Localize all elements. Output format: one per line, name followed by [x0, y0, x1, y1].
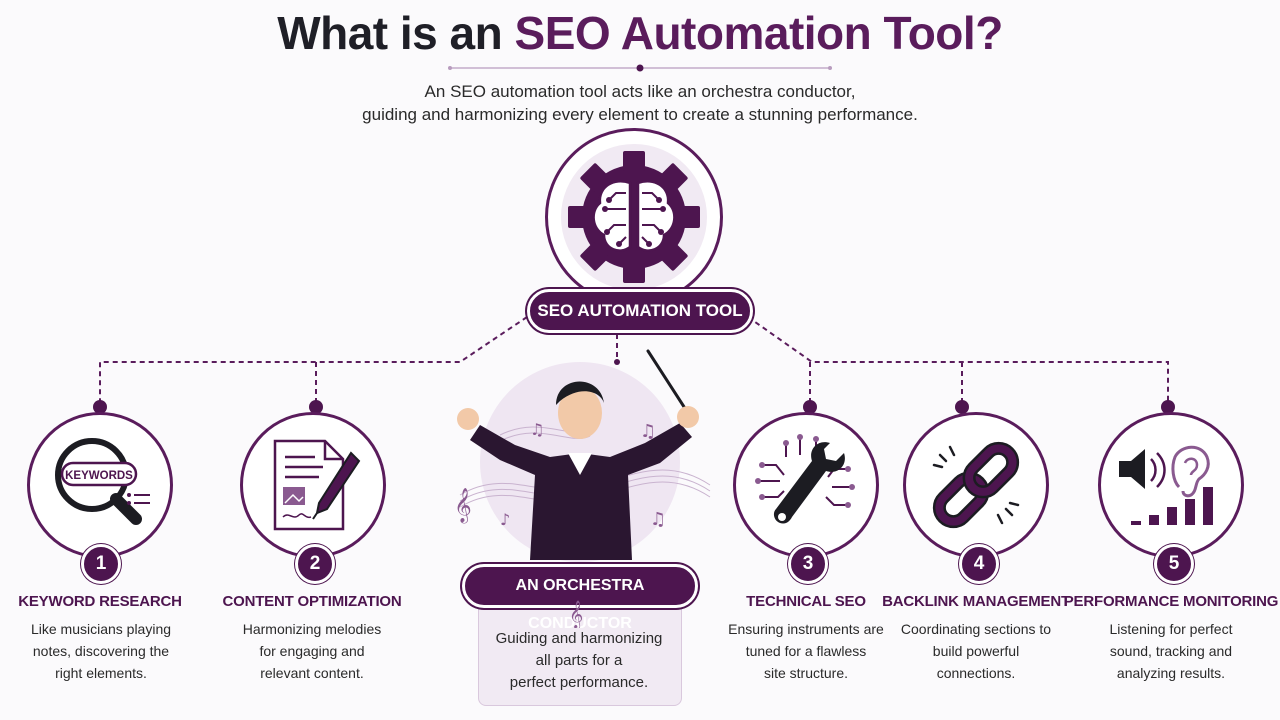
- svg-text:𝄞: 𝄞: [569, 600, 583, 628]
- hub-label: SEO AUTOMATION TOOL: [527, 289, 753, 333]
- step-4-number: 4: [959, 544, 999, 584]
- document-pen-icon: [273, 439, 361, 531]
- svg-text:♫: ♫: [530, 420, 544, 439]
- subtitle-line-2: guiding and harmonizing every element to…: [362, 105, 918, 124]
- step-5-desc-line-1: Listening for perfect: [1109, 621, 1233, 637]
- step-1-desc-line-1: Like musicians playing: [30, 621, 172, 637]
- center-desc-line-2: all parts for a: [535, 652, 623, 669]
- title-divider: [448, 64, 832, 72]
- step-3-desc-line-1: Ensuring instruments are: [728, 621, 884, 637]
- step-4-desc-line-3: connections.: [936, 665, 1016, 681]
- step-3-title: TECHNICAL SEO: [746, 593, 866, 610]
- speaker-ear-bars-icon: [1119, 445, 1213, 525]
- step-5-desc: Listening for perfect sound, tracking an…: [1081, 618, 1261, 684]
- step-5-title: PERFORMANCE MONITORING: [1063, 593, 1279, 610]
- title-highlight: SEO Automation Tool?: [514, 7, 1004, 59]
- subtitle: An SEO automation tool acts like an orch…: [0, 80, 1280, 126]
- step-5-desc-line-2: sound, tracking and: [1109, 643, 1233, 659]
- center-desc: Guiding and harmonizing all parts for a …: [478, 628, 680, 694]
- brain-gear-icon: [568, 151, 700, 283]
- svg-text:♫: ♫: [640, 421, 656, 442]
- step-1-desc-line-2: notes, discovering the: [32, 643, 170, 659]
- step-3-desc-line-3: site structure.: [763, 665, 849, 681]
- step-2-desc-line-3: relevant content.: [260, 665, 364, 681]
- keywords-text: KEYWORDS: [65, 470, 133, 482]
- center-card: [478, 592, 682, 706]
- center-desc-line-3: perfect performance.: [509, 674, 649, 691]
- svg-text:𝄞: 𝄞: [454, 488, 472, 524]
- step-2-desc: Harmonizing melodies for engaging and re…: [222, 618, 402, 684]
- step-2-desc-line-1: Harmonizing melodies: [242, 621, 382, 637]
- step-3-desc-line-2: tuned for a flawless: [745, 643, 867, 659]
- step-4-desc-line-1: Coordinating sections to: [900, 621, 1052, 637]
- step-1-desc-line-3: right elements.: [55, 665, 147, 681]
- svg-text:♪: ♪: [500, 510, 510, 529]
- center-desc-line-1: Guiding and harmonizing: [495, 630, 663, 647]
- magnifier-keywords-icon: KEYWORDS: [55, 438, 150, 525]
- wrench-circuit-icon: [755, 434, 855, 524]
- step-4-desc-line-2: build powerful: [932, 643, 1020, 659]
- title-prefix: What is an: [277, 7, 515, 59]
- chain-link-icon: [932, 441, 1020, 529]
- center-label: AN ORCHESTRA CONDUCTOR: [462, 564, 698, 632]
- page-title: What is an SEO Automation Tool?: [0, 6, 1280, 60]
- step-2-desc-line-2: for engaging and: [259, 643, 365, 659]
- step-1-desc: Like musicians playing notes, discoverin…: [11, 618, 191, 684]
- step-4-desc: Coordinating sections to build powerful …: [886, 618, 1066, 684]
- step-3-desc: Ensuring instruments are tuned for a fla…: [716, 618, 896, 684]
- step-1-title: KEYWORD RESEARCH: [18, 593, 182, 610]
- step-3-number: 3: [788, 544, 828, 584]
- conductor-illustration: 𝄞 ♫ ♫ ♪ ♫: [454, 349, 711, 560]
- subtitle-line-1: An SEO automation tool acts like an orch…: [424, 82, 856, 101]
- step-4-title: BACKLINK MANAGEMENT: [882, 593, 1070, 610]
- step-5-desc-line-3: analyzing results.: [1116, 665, 1226, 681]
- svg-text:♫: ♫: [650, 509, 666, 530]
- step-2-title: CONTENT OPTIMIZATION: [222, 593, 402, 610]
- treble-clef-icon: 𝄞: [569, 600, 583, 628]
- step-2-number: 2: [295, 544, 335, 584]
- step-5-number: 5: [1154, 544, 1194, 584]
- step-1-number: 1: [81, 544, 121, 584]
